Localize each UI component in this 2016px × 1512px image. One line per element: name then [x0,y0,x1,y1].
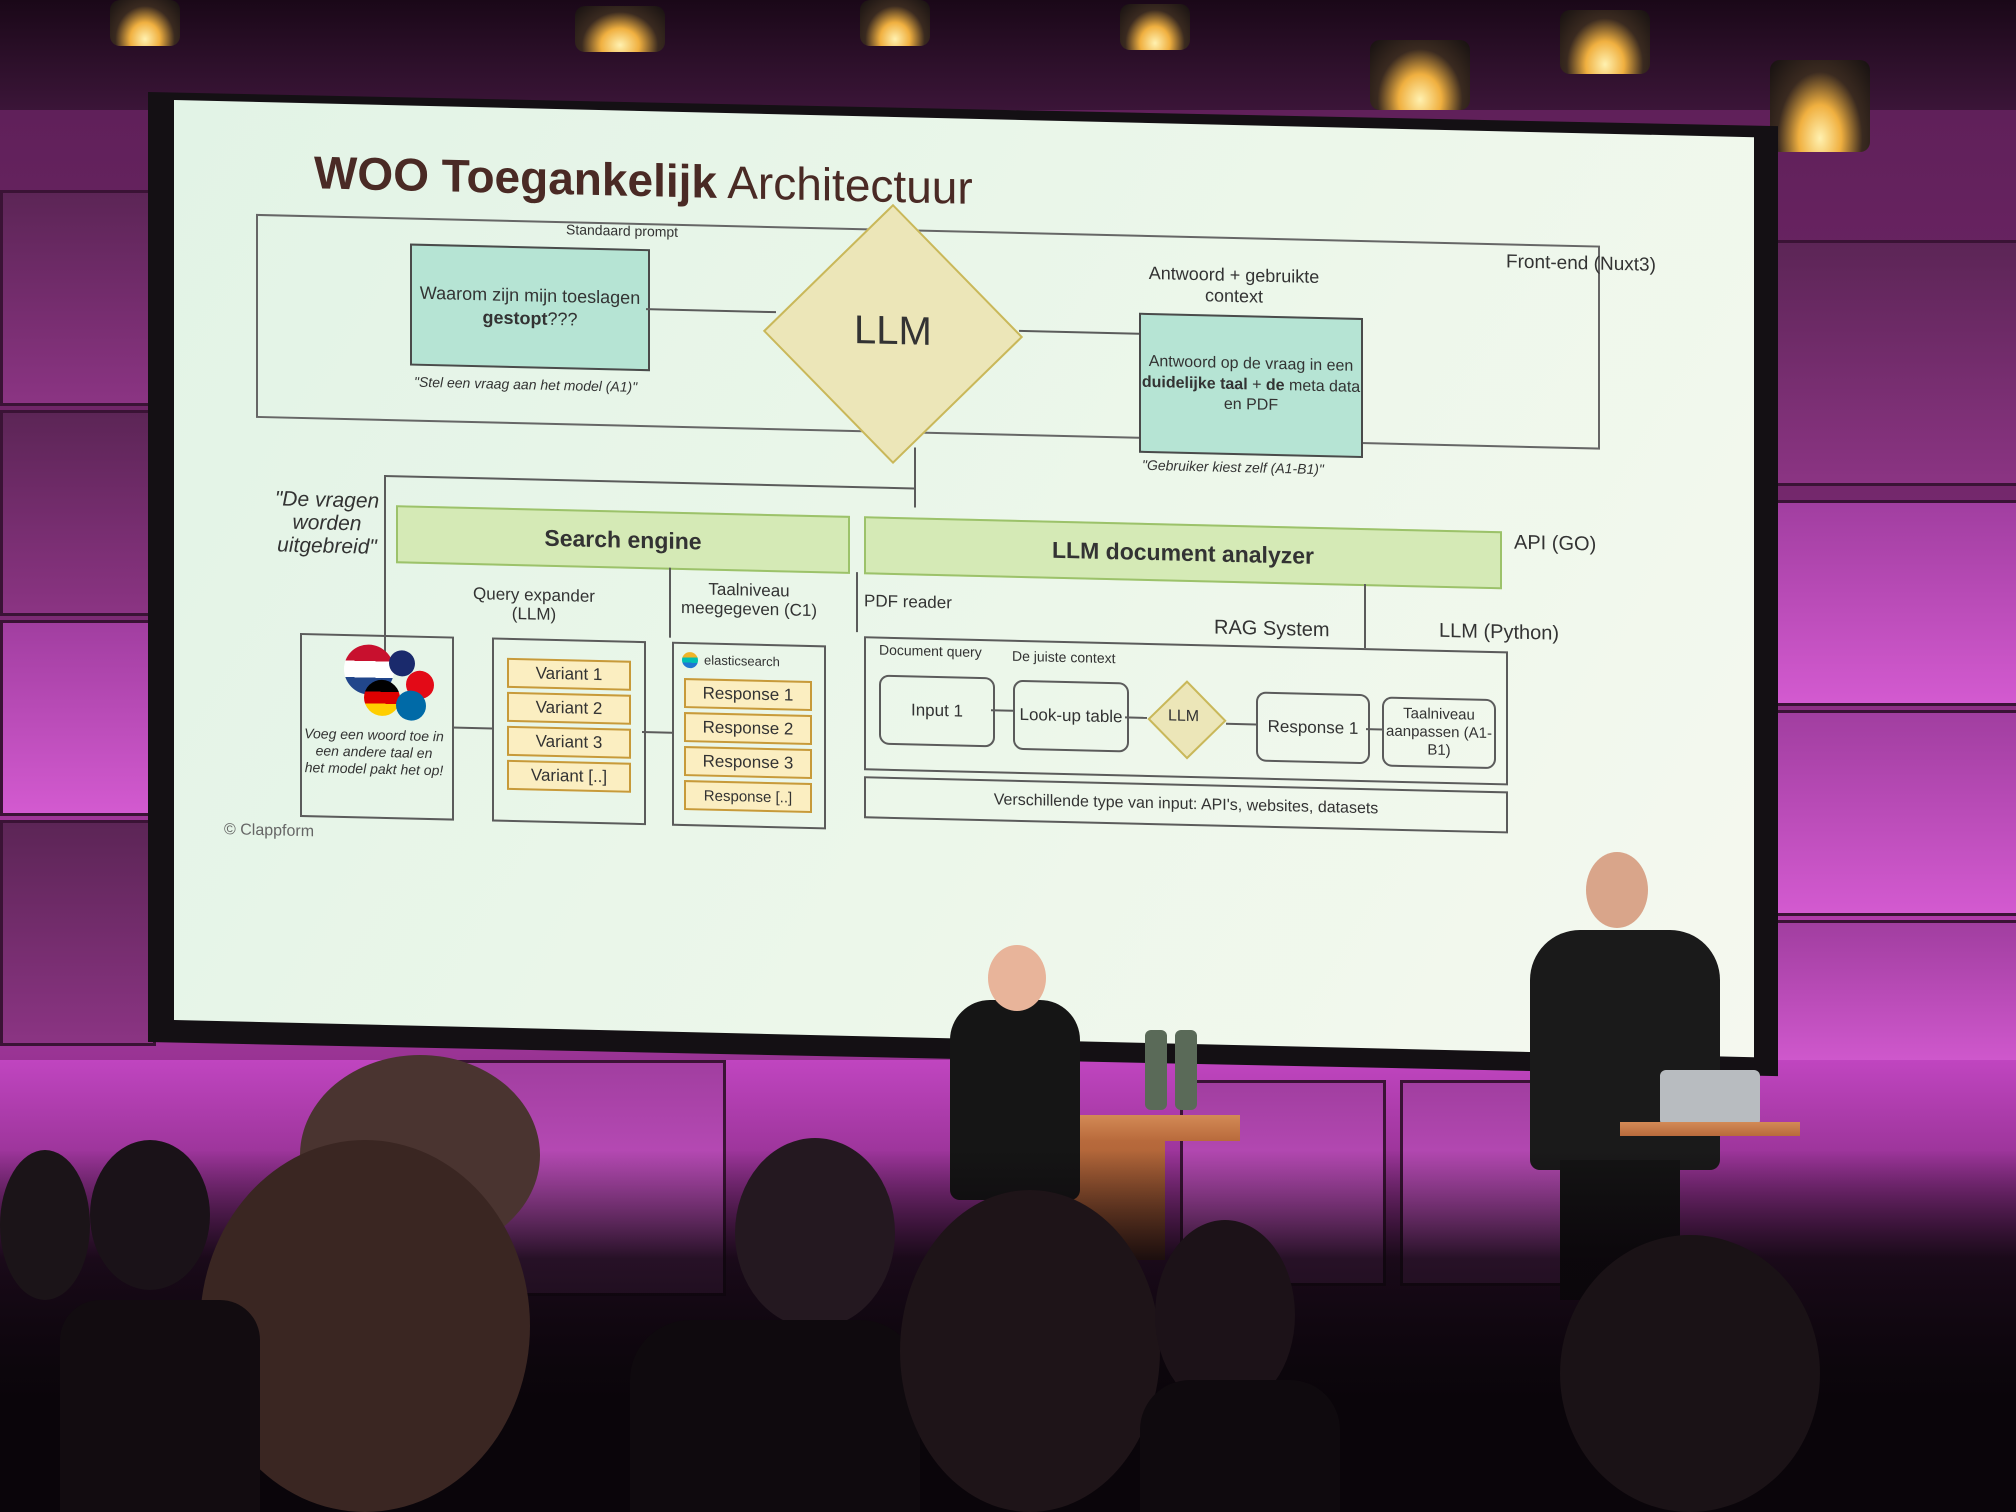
answer-header: Antwoord + gebruikte context [1148,262,1320,307]
answer-part: + [1252,376,1262,394]
taalniveau-label: Taalniveau meegegeven (C1) [680,579,818,620]
doc-analyzer-bar: LLM document analyzer [864,516,1502,590]
audience-head [900,1190,1160,1512]
wall-panel [1760,240,2016,486]
stage-light [1120,4,1190,50]
response-n: Response [..] [684,780,812,814]
frontend-label: Front-end (Nuxt3) [1506,251,1656,276]
connector-line [669,567,671,638]
question-text: Waarom zijn mijn toeslagen gestopt??? [412,281,648,333]
connector-line [1364,584,1366,649]
audience-head [90,1140,210,1290]
answer-box: Antwoord op de vraag in een duidelijke t… [1139,312,1363,459]
connector-line [452,726,492,730]
stage-light [1770,60,1870,152]
stage-light [1370,40,1470,110]
lookup-box: Look-up table [1013,679,1129,753]
swedish-flag-icon [396,690,426,721]
question-end: ??? [547,308,578,330]
question-bold: gestopt [482,307,548,329]
es-label: elasticsearch [704,652,780,670]
user-note: "Gebruiker kiest zelf (A1-B1)" [1142,456,1324,478]
standard-prompt-label: Standaard prompt [566,221,679,240]
llm-label: LLM [854,308,932,354]
taal-aanpassen-box: Taalniveau aanpassen (A1-B1) [1382,696,1496,770]
response-3: Response 3 [684,746,812,780]
answer-bold: de [1265,376,1285,394]
question-main: Waarom zijn mijn toeslagen [419,282,641,308]
laptop [1660,1070,1760,1126]
water-bottle [1175,1030,1197,1110]
copyright: © Clappform [224,821,315,841]
title-light: Architectuur [727,156,973,214]
question-box: Waarom zijn mijn toeslagen gestopt??? [410,243,650,372]
input1-box: Input 1 [879,674,995,748]
connector-line [1366,728,1382,731]
stage-light [110,0,180,46]
variant-2: Variant 2 [507,691,631,725]
audience-body [1140,1380,1340,1512]
variant-3: Variant 3 [507,725,631,759]
audience-body [60,1300,260,1512]
connector-line [642,731,672,734]
elasticsearch-icon [682,651,698,669]
wall-panel [1760,920,2016,1076]
wall-panel [0,190,156,406]
answer-part: Antwoord op de vraag in een [1148,352,1354,375]
connector-line [856,572,858,633]
doc-query-label: Document query [879,641,982,661]
wall-panel [0,820,156,1046]
answer-bold: duidelijke taal [1141,373,1248,393]
variant-n: Variant [..] [507,759,631,793]
german-flag-icon [364,679,400,717]
audience-head [1560,1235,1820,1512]
title-bold: WOO Toegankelijk [314,146,717,208]
connector-line [384,474,914,490]
query-expander-label: Query expander (LLM) [473,584,595,624]
api-label: API (GO) [1514,531,1597,556]
wall-panel [1760,500,2016,706]
pdf-reader-label: PDF reader [864,591,952,613]
stage-light [575,6,665,52]
speaker-head [1586,852,1648,928]
presentation-slide: WOO Toegankelijk Architectuur Front-end … [174,100,1754,1058]
lighting-truss [0,0,2016,110]
slide-title: WOO Toegankelijk Architectuur [314,145,973,215]
answer-text: Antwoord op de vraag in een duidelijke t… [1141,352,1361,420]
stage-light [1560,10,1650,74]
wall-panel [0,410,156,616]
response-2: Response 2 [684,712,812,746]
audience-head [0,1150,90,1300]
laptop-stand [1620,1122,1800,1136]
water-bottle [1145,1030,1167,1110]
response-1: Response 1 [684,678,812,712]
rag-label: RAG System [1214,616,1330,642]
flags-note: Voeg een woord toe in een andere taal en… [304,725,444,778]
stage-light [860,0,930,46]
python-label: LLM (Python) [1439,619,1560,645]
expanded-note: "De vragen worden uitgebreid" [274,487,380,559]
llm-small-label: LLM [1168,707,1200,726]
input-types-box: Verschillende type van input: API's, web… [864,776,1508,834]
variant-1: Variant 1 [507,657,631,691]
wall-panel [0,620,156,816]
audience-body [630,1320,920,1512]
connector-line [914,447,916,508]
audience-head [735,1138,895,1328]
juiste-context-label: De juiste context [1012,647,1116,667]
seated-person-head [988,945,1046,1011]
audience-head [1155,1220,1295,1410]
response1-box: Response 1 [1256,691,1370,765]
wall-panel [1760,710,2016,916]
search-engine-bar: Search engine [396,505,850,574]
